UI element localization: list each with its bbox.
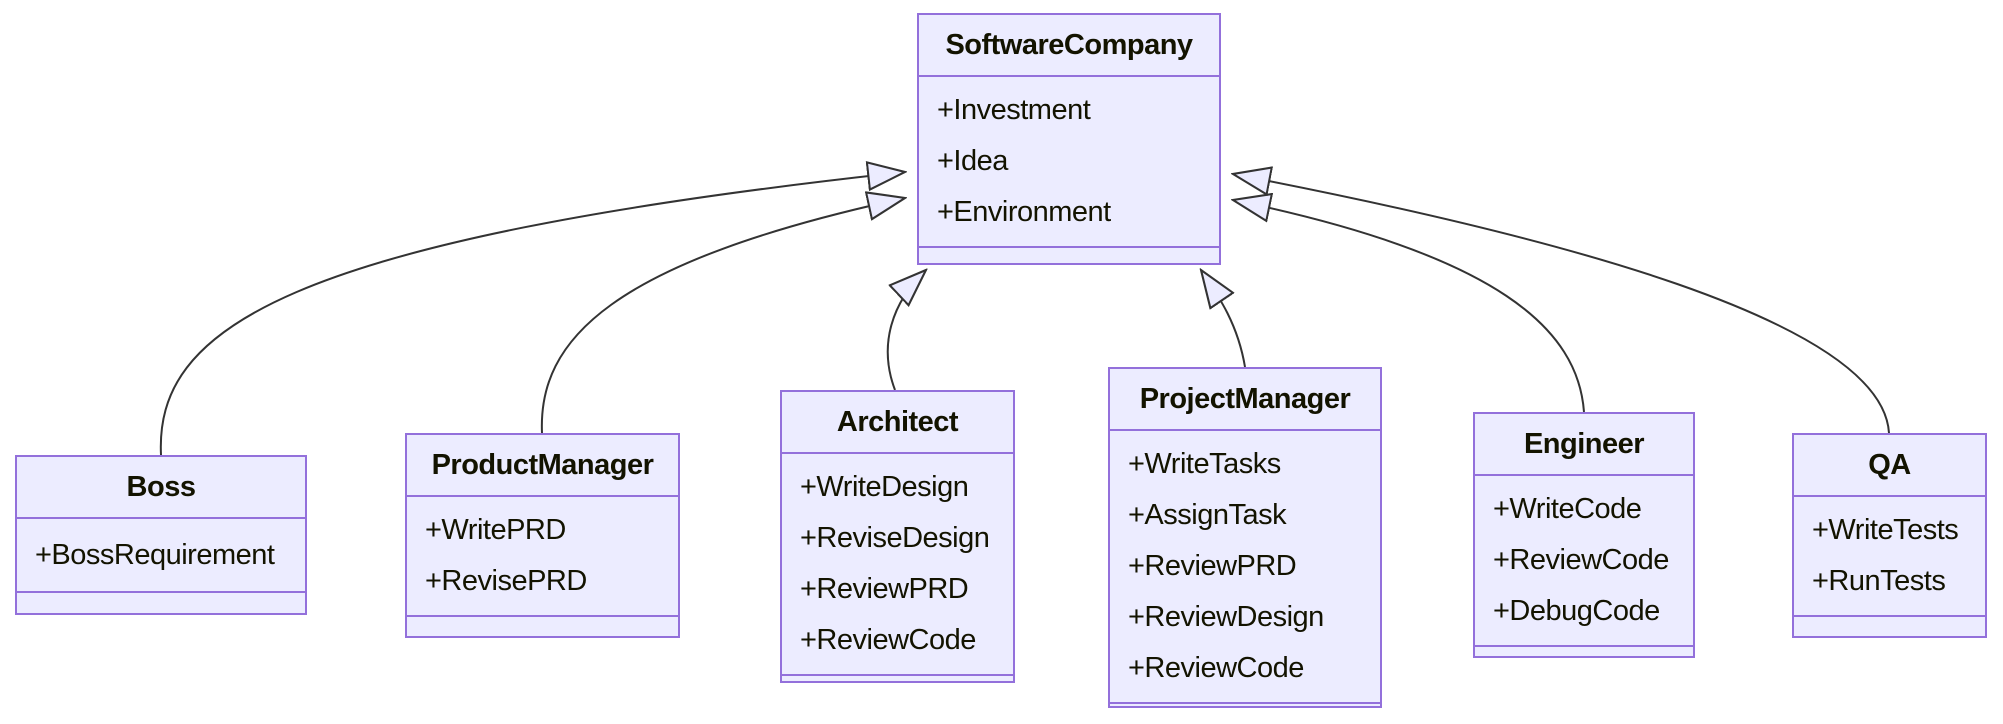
class-softwarecompany-title: SoftwareCompany bbox=[919, 15, 1219, 77]
class-productmanager-title: ProductManager bbox=[407, 435, 678, 497]
class-softwarecompany-methods-empty bbox=[919, 248, 1219, 268]
class-attribute: +ReviewCode bbox=[800, 624, 976, 656]
class-attribute: +ReviewDesign bbox=[1128, 601, 1324, 633]
class-projectmanager-attributes: +WriteTasks +AssignTask +ReviewPRD +ReviewD… bbox=[1110, 431, 1380, 704]
class-engineer-attributes: +WriteCode +ReviewCode +DebugCode bbox=[1475, 476, 1693, 647]
class-attribute: +AssignTask bbox=[1128, 499, 1287, 531]
class-boss-methods-empty bbox=[17, 593, 305, 613]
class-engineer-methods-empty bbox=[1475, 647, 1693, 667]
class-attribute: +WriteTests bbox=[1812, 514, 1959, 546]
class-attribute: +ReviewPRD bbox=[800, 573, 969, 605]
class-attribute: +WritePRD bbox=[425, 514, 566, 546]
class-qa-attributes: +WriteTests +RunTests bbox=[1794, 497, 1985, 617]
class-boss: Boss +BossRequirement bbox=[15, 455, 307, 615]
edge-boss-inherits-softwarecompany bbox=[159, 172, 905, 456]
class-attribute: +DebugCode bbox=[1493, 595, 1660, 627]
class-attribute: +RunTests bbox=[1812, 565, 1946, 597]
class-attribute: +ReviewCode bbox=[1128, 652, 1304, 684]
class-boss-attributes: +BossRequirement bbox=[17, 519, 305, 593]
class-attribute: +WriteDesign bbox=[800, 471, 969, 503]
class-attribute: +WriteTasks bbox=[1128, 448, 1281, 480]
class-attribute: +Environment bbox=[937, 196, 1111, 228]
class-qa-title: QA bbox=[1794, 435, 1985, 497]
class-attribute: +Idea bbox=[937, 145, 1008, 177]
edge-productmanager-inherits-softwarecompany bbox=[540, 198, 905, 434]
class-projectmanager-title: ProjectManager bbox=[1110, 369, 1380, 431]
class-engineer-title: Engineer bbox=[1475, 414, 1693, 476]
class-attribute: +ReviewPRD bbox=[1128, 550, 1297, 582]
edge-architect-inherits-softwarecompany bbox=[886, 270, 926, 391]
class-projectmanager: ProjectManager +WriteTasks +AssignTask +Re… bbox=[1108, 367, 1382, 708]
class-attribute: +ReviewCode bbox=[1493, 544, 1669, 576]
class-softwarecompany-attributes: +Investment +Idea +Environment bbox=[919, 77, 1219, 248]
class-attribute: +Investment bbox=[937, 94, 1091, 126]
class-softwarecompany: SoftwareCompany +Investment +Idea +Environ… bbox=[917, 13, 1221, 265]
class-boss-title: Boss bbox=[17, 457, 305, 519]
class-architect-attributes: +WriteDesign +ReviseDesign +ReviewPRD +Revi… bbox=[782, 454, 1013, 676]
class-qa: QA +WriteTests +RunTests bbox=[1792, 433, 1987, 638]
class-attribute: +RevisePRD bbox=[425, 565, 587, 597]
edge-engineer-inherits-softwarecompany bbox=[1233, 200, 1585, 413]
class-engineer: Engineer +WriteCode +ReviewCode +DebugCode bbox=[1473, 412, 1695, 658]
class-productmanager: ProductManager +WritePRD +RevisePRD bbox=[405, 433, 680, 638]
class-qa-methods-empty bbox=[1794, 617, 1985, 637]
class-architect-title: Architect bbox=[782, 392, 1013, 454]
class-attribute: +BossRequirement bbox=[35, 538, 275, 571]
class-attribute: +WriteCode bbox=[1493, 493, 1642, 525]
class-projectmanager-methods-empty bbox=[1110, 704, 1380, 724]
edge-projectmanager-inherits-softwarecompany bbox=[1201, 270, 1246, 368]
class-architect-methods-empty bbox=[782, 676, 1013, 696]
class-productmanager-attributes: +WritePRD +RevisePRD bbox=[407, 497, 678, 617]
class-productmanager-methods-empty bbox=[407, 617, 678, 637]
edge-qa-inherits-softwarecompany bbox=[1233, 174, 1890, 434]
class-attribute: +ReviseDesign bbox=[800, 522, 990, 554]
class-architect: Architect +WriteDesign +ReviseDesign +Revi… bbox=[780, 390, 1015, 683]
